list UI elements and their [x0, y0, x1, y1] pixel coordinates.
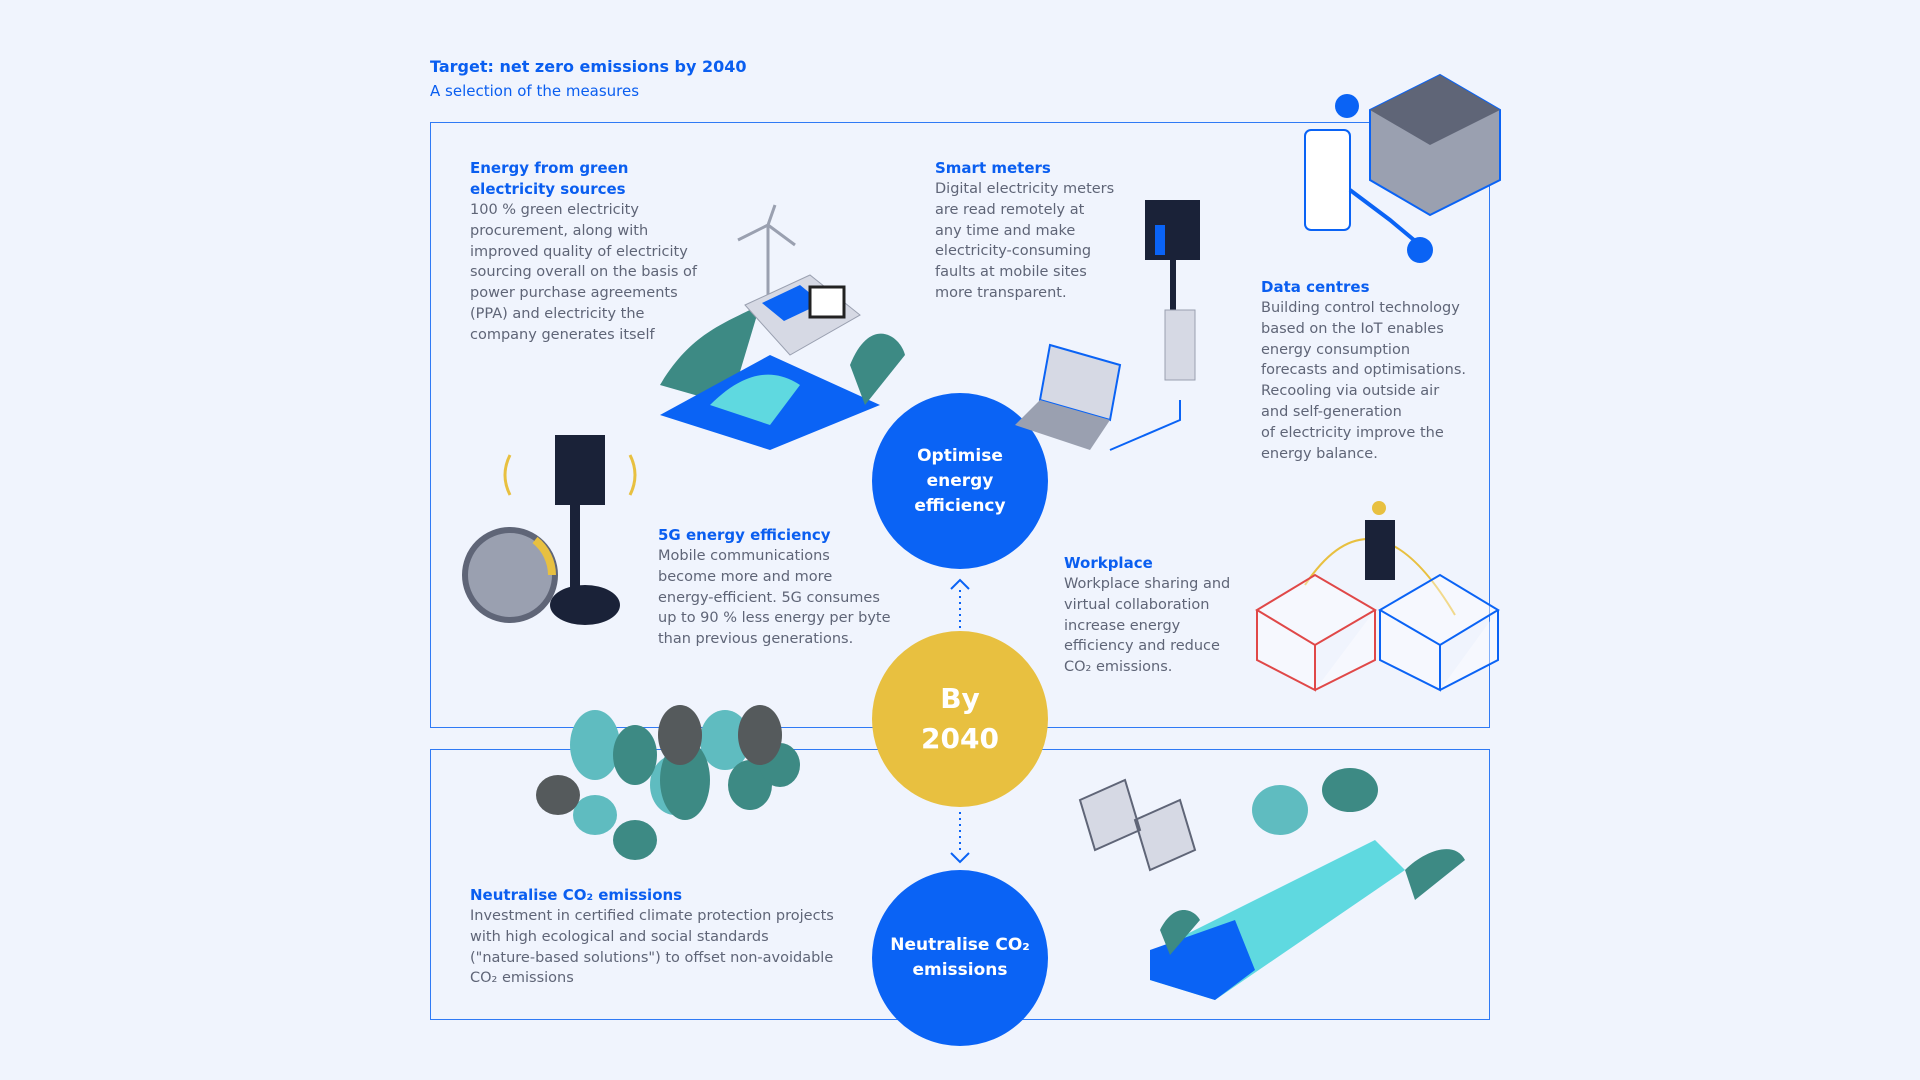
page-title: Target: net zero emissions by 2040	[430, 57, 747, 76]
neutralise-body: Investment in certified climate protecti…	[470, 908, 834, 987]
workplace-illustration	[1255, 501, 1500, 692]
5g-mast-gauge-illustration	[462, 435, 637, 625]
page-subtitle: A selection of the measures	[430, 82, 640, 100]
meters-title: Smart meters	[935, 159, 1051, 177]
forest-illustration	[536, 705, 800, 860]
datacentres-title: Data centres	[1261, 278, 1370, 296]
mast-smart-meter-illustration	[1145, 200, 1200, 381]
data-centres-text: Data centres Building control technology…	[1261, 277, 1466, 464]
tablet-icon	[1304, 129, 1351, 231]
workplace-title: Workplace	[1064, 554, 1153, 572]
5g-title: 5G energy efficiency	[658, 526, 831, 544]
arrow-down-icon	[950, 852, 970, 864]
gauge-icon	[462, 527, 558, 623]
fan-icon	[1078, 778, 1197, 872]
neutralise-text: Neutralise CO₂ emissions Investment in c…	[470, 885, 834, 989]
alert-icon	[1335, 94, 1359, 118]
5g-text: 5G energy efficiency Mobile communicatio…	[658, 525, 891, 650]
data-centre-illustration	[1304, 73, 1501, 263]
lightning-icon	[1407, 237, 1433, 263]
neutralise-title: Neutralise CO₂ emissions	[470, 886, 683, 904]
arrow-up-icon	[950, 578, 970, 590]
mangrove-illustration	[1078, 768, 1465, 1000]
laptop-illustration	[1015, 343, 1181, 451]
hydro-wind-illustration	[660, 204, 905, 450]
